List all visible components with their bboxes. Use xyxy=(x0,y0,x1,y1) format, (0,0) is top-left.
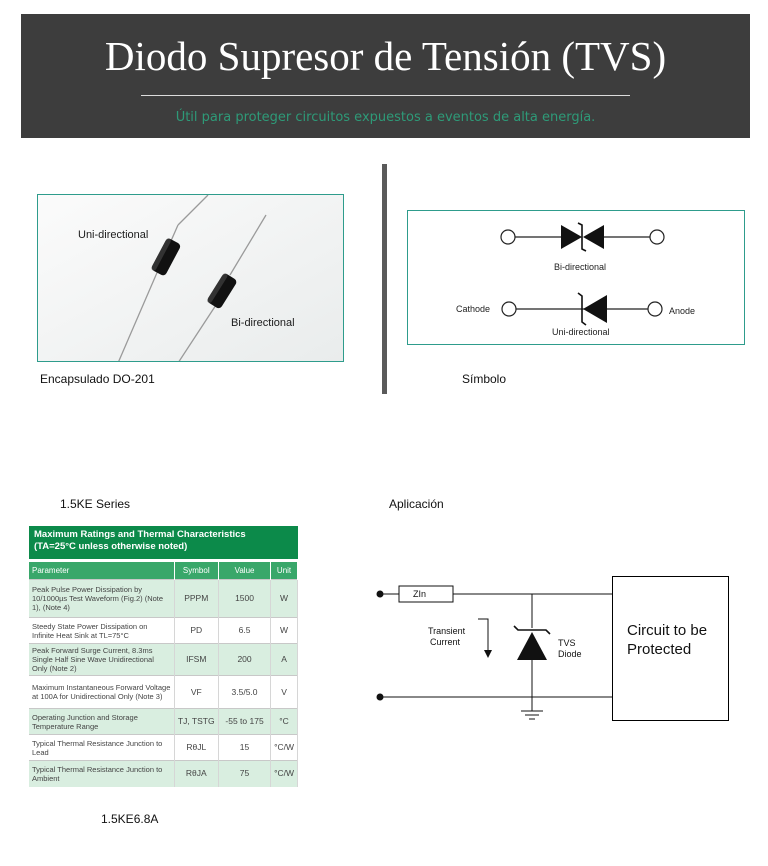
table-row: Operating Junction and Storage Temperatu… xyxy=(29,708,298,735)
title-divider xyxy=(141,95,630,96)
table-row: Maximum Instantaneous Forward Voltage at… xyxy=(29,675,298,709)
table-row: Steedy State Power Dissipation on Infini… xyxy=(29,617,298,644)
cell-value: 15 xyxy=(218,734,272,761)
cell-symbol: IFSM xyxy=(174,643,220,676)
cell-value: 75 xyxy=(218,760,272,787)
cell-unit: °C xyxy=(270,708,298,735)
cell-value: -55 to 175 xyxy=(218,708,272,735)
cell-parameter: Steedy State Power Dissipation on Infini… xyxy=(29,617,175,644)
series-heading: 1.5KE Series xyxy=(60,497,131,511)
ratings-table: Parameter Symbol Value Unit Peak Pulse P… xyxy=(29,562,298,787)
cell-value: 3.5/5.0 xyxy=(218,675,272,709)
col-header-unit: Unit xyxy=(270,562,298,580)
tvs-label-2: Diode xyxy=(558,649,582,659)
uni-diode-lead-bottom xyxy=(118,274,157,361)
protected-line1: Circuit to be xyxy=(627,622,708,639)
cell-parameter: Typical Thermal Resistance Junction to L… xyxy=(29,734,175,761)
application-circuit: ZIn Transient Current TVS Diode xyxy=(370,570,760,725)
cell-parameter: Peak Forward Surge Current, 8.3ms Single… xyxy=(29,643,175,676)
uni-directional-label: Uni-directional xyxy=(78,229,149,241)
cathode-label: Cathode xyxy=(456,304,491,314)
table-row: Peak Pulse Power Dissipation by 10/1000µ… xyxy=(29,579,298,618)
bi-directional-label: Bi-directional xyxy=(231,317,295,329)
cell-unit: V xyxy=(270,675,298,709)
cell-parameter: Peak Pulse Power Dissipation by 10/1000µ… xyxy=(29,579,175,618)
cell-parameter: Maximum Instantaneous Forward Voltage at… xyxy=(29,675,175,709)
cell-parameter: Typical Thermal Resistance Junction to A… xyxy=(29,760,175,787)
cell-parameter: Operating Junction and Storage Temperatu… xyxy=(29,708,175,735)
cell-unit: W xyxy=(270,617,298,644)
symbol-uni-label: Uni-directional xyxy=(552,327,610,337)
uni-diode-lead-top xyxy=(177,195,209,226)
page-title: Diodo Supresor de Tensión (TVS) xyxy=(104,33,667,79)
anode-label: Anode xyxy=(669,306,696,316)
page-subtitle: Útil para proteger circuitos expuestos a… xyxy=(175,110,596,125)
cell-value: 6.5 xyxy=(218,617,272,644)
title-banner: Diodo Supresor de Tensión (TVS) Útil par… xyxy=(21,14,750,138)
symbol-bi-label: Bi-directional xyxy=(554,262,607,272)
bi-diode-body xyxy=(207,273,237,309)
bi-diode-triangle-left xyxy=(561,225,582,249)
transient-label-1: Transient xyxy=(428,626,466,636)
part-caption: 1.5KE6.8A xyxy=(101,812,159,826)
cell-value: 1500 xyxy=(218,579,272,618)
cell-symbol: TJ, TSTG xyxy=(174,708,220,735)
cell-value: 200 xyxy=(218,643,272,676)
protected-line2: Protected xyxy=(627,641,692,658)
protected-circuit-box: Circuit to be Protected xyxy=(612,576,729,721)
package-photo: Uni-directional Bi-directional xyxy=(37,194,344,362)
uni-diode-body xyxy=(151,238,181,276)
uni-terminal-anode xyxy=(647,301,663,317)
table-row: Typical Thermal Resistance Junction to A… xyxy=(29,760,298,787)
vertical-divider xyxy=(382,164,387,394)
transient-label-2: Current xyxy=(430,637,461,647)
ratings-table-card: Maximum Ratings and Thermal Characterist… xyxy=(29,526,298,787)
cell-symbol: PD xyxy=(174,617,220,644)
col-header-parameter: Parameter xyxy=(29,562,175,580)
uni-terminal-cathode xyxy=(501,301,517,317)
diode-package-illustration xyxy=(38,195,343,361)
cell-symbol: PPPM xyxy=(174,579,220,618)
symbol-caption: Símbolo xyxy=(462,372,507,386)
table-row: Peak Forward Surge Current, 8.3ms Single… xyxy=(29,643,298,676)
uni-diode-triangle xyxy=(583,295,607,323)
ratings-title-line2: (TA=25°C unless otherwise noted) xyxy=(34,541,188,552)
application-heading: Aplicación xyxy=(389,497,444,511)
tvs-diode-triangle xyxy=(517,632,547,660)
table-row: Typical Thermal Resistance Junction to L… xyxy=(29,734,298,761)
cell-symbol: VF xyxy=(174,675,220,709)
col-header-value: Value xyxy=(218,562,272,580)
package-caption: Encapsulado DO-201 xyxy=(40,372,155,386)
bi-diode-lead-bottom xyxy=(178,304,217,361)
cell-symbol: RθJA xyxy=(174,760,220,787)
bi-diode-lead-top xyxy=(229,214,267,276)
cell-unit: °C/W xyxy=(270,734,298,761)
ratings-title-line1: Maximum Ratings and Thermal Characterist… xyxy=(34,529,246,540)
cell-symbol: RθJL xyxy=(174,734,220,761)
col-header-symbol: Symbol xyxy=(174,562,220,580)
bi-diode-triangle-right xyxy=(583,225,604,249)
cell-unit: °C/W xyxy=(270,760,298,787)
cell-unit: A xyxy=(270,643,298,676)
ratings-table-title: Maximum Ratings and Thermal Characterist… xyxy=(29,526,298,559)
bi-terminal-right xyxy=(649,229,665,245)
cell-unit: W xyxy=(270,579,298,618)
symbol-diagram: Bi-directional Cathode Anode Uni-directi… xyxy=(407,210,745,345)
transient-arrow xyxy=(478,618,489,652)
bi-terminal-left xyxy=(500,229,516,245)
zin-label: ZIn xyxy=(413,589,427,599)
tvs-label-1: TVS xyxy=(558,638,576,648)
